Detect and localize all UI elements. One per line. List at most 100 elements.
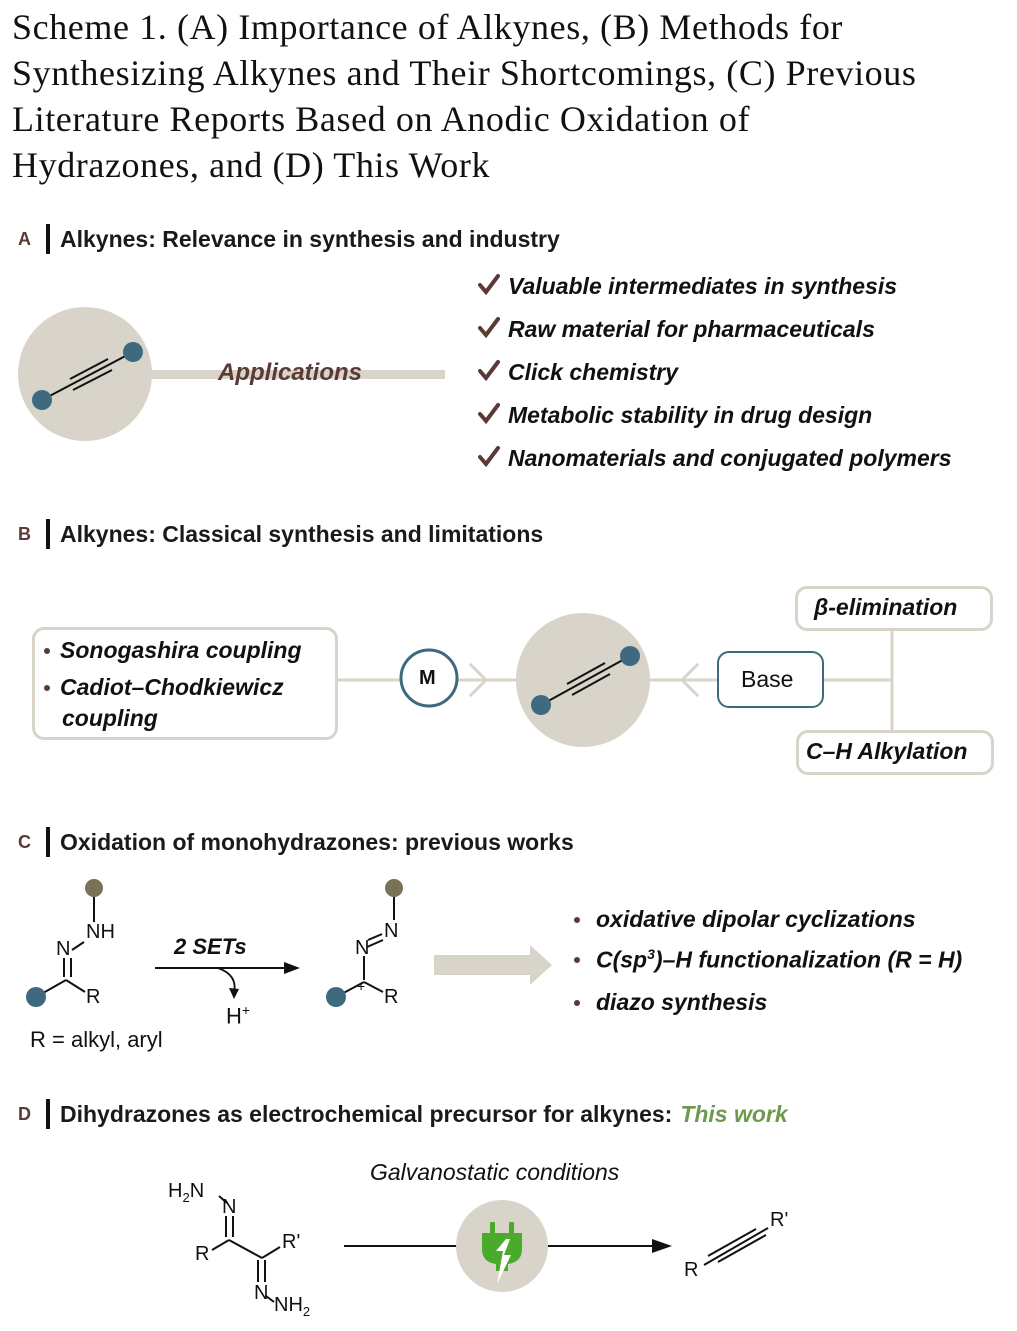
atom-label: N — [56, 938, 71, 960]
coupling-item: Sonogashira coupling — [44, 637, 302, 664]
coupling-text-cont: coupling — [62, 705, 158, 731]
this-work-label: This work — [680, 1100, 788, 1127]
atom-label: R — [684, 1259, 699, 1281]
bullet-icon — [574, 916, 580, 923]
application-item: Metabolic stability in drug design — [478, 402, 872, 429]
title-line: Synthesizing Alkynes and Their Shortcomi… — [12, 53, 917, 93]
chevron-left-icon — [679, 662, 700, 698]
condition-label: Galvanostatic conditions — [370, 1159, 620, 1185]
section-a-header: A Alkynes: Relevance in synthesis and in… — [18, 224, 560, 254]
bullet-icon — [44, 647, 50, 654]
application-text: Nanomaterials and conjugated polymers — [508, 445, 952, 471]
substituent-note: R = alkyl, aryl — [30, 1027, 163, 1052]
section-title: Dihydrazones as electrochemical precurso… — [60, 1100, 673, 1127]
atom-label: R' — [282, 1231, 301, 1253]
section-c-header: C Oxidation of monohydrazones: previous … — [18, 827, 574, 857]
route-label: C–H Alkylation — [806, 738, 968, 764]
section-divider — [46, 1099, 50, 1129]
atom-label: R — [384, 986, 399, 1008]
outcome-item: diazo synthesis — [574, 989, 767, 1016]
atom-label: R — [86, 986, 101, 1008]
charge-label: + — [357, 978, 366, 994]
outcome-text: C(sp3)–H functionalization (R = H) — [596, 946, 962, 974]
big-arrow-icon — [434, 945, 552, 985]
arrow-head-icon — [652, 1239, 672, 1253]
atom-label: N — [254, 1282, 269, 1304]
application-text: Metabolic stability in drug design — [508, 402, 873, 428]
section-title: Alkynes: Relevance in synthesis and indu… — [60, 225, 560, 252]
coupling-text: Cadiot–Chodkiewicz — [60, 674, 284, 700]
metal-node — [399, 648, 459, 708]
outcome-text: oxidative dipolar cyclizations — [596, 906, 916, 932]
arrow-head-icon — [284, 962, 300, 974]
chevron-right-icon — [468, 662, 489, 698]
monohydrazone-structure — [35, 893, 95, 998]
alkyne-circle-a — [18, 307, 152, 441]
atom-text: H — [168, 1180, 183, 1202]
alkyne-node — [326, 987, 346, 1007]
outcome-item: oxidative dipolar cyclizations — [574, 906, 916, 933]
title-line: Literature Reports Based on Anodic Oxida… — [12, 99, 751, 139]
atom-sub: 2 — [302, 1304, 311, 1319]
checkmark-icon — [478, 359, 508, 386]
alkyne-node — [26, 987, 46, 1007]
arrow-head-icon — [229, 988, 239, 999]
outcome-text-pre: C(sp — [596, 946, 648, 973]
coupling-item: Cadiot–Chodkiewicz — [44, 674, 284, 701]
application-text: Raw material for pharmaceuticals — [508, 316, 875, 342]
checkmark-icon — [478, 273, 508, 300]
application-text: Click chemistry — [508, 359, 679, 385]
section-divider — [46, 224, 50, 254]
outcome-sup: 3 — [647, 946, 655, 962]
section-letter: A — [18, 228, 31, 249]
application-text: Valuable intermediates in synthesis — [508, 273, 898, 299]
byproduct-charge: + — [241, 1002, 251, 1018]
application-item: Nanomaterials and conjugated polymers — [478, 445, 952, 472]
coupling-methods-box — [32, 627, 338, 740]
section-b-header: B Alkynes: Classical synthesis and limit… — [18, 519, 543, 549]
atom-label: N — [355, 937, 370, 959]
bullet-icon — [574, 999, 580, 1006]
bolt-icon — [496, 1239, 511, 1284]
section-d-header: D Dihydrazones as electrochemical precur… — [18, 1099, 788, 1129]
substituent-node — [385, 879, 403, 897]
application-item: Valuable intermediates in synthesis — [478, 273, 897, 300]
checkmark-icon — [478, 445, 508, 472]
atom-label: R — [195, 1243, 210, 1265]
atom-label: N — [384, 920, 399, 942]
amine-label: H2N — [168, 1180, 204, 1205]
base-label: Base — [741, 666, 794, 692]
amine-label: NH2 — [274, 1294, 310, 1319]
outcome-text: diazo synthesis — [596, 989, 768, 1015]
byproduct-label: H+ — [226, 1002, 250, 1029]
section-letter: D — [18, 1103, 31, 1124]
applications-label: Applications — [218, 359, 363, 386]
section-letter: C — [18, 831, 31, 852]
bullet-icon — [44, 684, 50, 691]
outcome-text-post: )–H functionalization (R = H) — [654, 946, 963, 973]
route-box — [796, 730, 994, 775]
alkyne-circle-b — [516, 613, 650, 747]
reagent-label: 2 SETs — [174, 934, 247, 959]
base-box — [717, 651, 824, 708]
checkmark-icon — [478, 402, 508, 429]
bullet-icon — [574, 956, 580, 963]
outcome-item: C(sp3)–H functionalization (R = H) — [574, 946, 962, 974]
byproduct-text: H — [226, 1003, 242, 1029]
atom-text: NH — [274, 1294, 303, 1316]
route-label: β-elimination — [814, 594, 958, 620]
substituent-node — [85, 879, 103, 897]
metal-label: M — [419, 667, 436, 689]
coupling-text: Sonogashira coupling — [60, 637, 302, 663]
atom-sub: 2 — [182, 1190, 190, 1205]
scheme-title: Scheme 1. (A) Importance of Alkynes, (B)… — [12, 4, 1012, 188]
title-line: Hydrazones, and (D) This Work — [12, 145, 491, 185]
application-item: Raw material for pharmaceuticals — [478, 316, 875, 343]
atom-label: R' — [770, 1209, 789, 1231]
atom-label: NH — [86, 921, 115, 943]
section-title: Oxidation of monohydrazones: previous wo… — [60, 828, 574, 855]
title-line: Scheme 1. (A) Importance of Alkynes, (B)… — [12, 7, 844, 47]
dihydrazone-structure — [211, 1195, 281, 1303]
section-divider — [46, 827, 50, 857]
